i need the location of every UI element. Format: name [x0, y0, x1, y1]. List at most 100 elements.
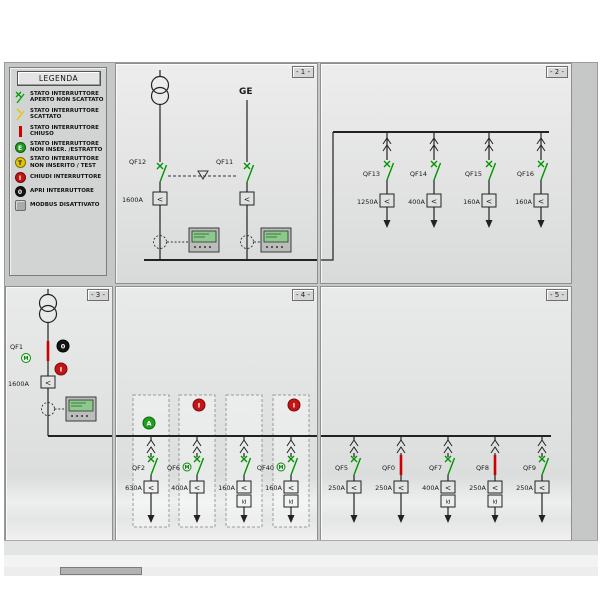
- panel-3-number[interactable]: - 3 -: [87, 289, 109, 301]
- bottom-strip: [4, 540, 598, 555]
- differential-symbol: Id: [241, 500, 246, 506]
- breaker-qf13[interactable]: [383, 160, 395, 181]
- breaker-qf1-rating: 1600A: [8, 380, 30, 388]
- breaker-qf15-label: QF15: [465, 170, 482, 178]
- breaker-qf11[interactable]: [243, 162, 255, 183]
- legend-item: 0 APRI INTERRUTTORE: [13, 185, 104, 197]
- close-breaker-button[interactable]: I: [54, 362, 68, 376]
- auto-mode-badge[interactable]: A: [142, 416, 156, 430]
- release-symbol: <: [445, 484, 451, 493]
- multimeter-device[interactable]: [260, 227, 292, 253]
- modbus-disabled-icon: [13, 199, 27, 211]
- breaker-qf15-rating: 160A: [463, 198, 480, 206]
- legend-item: MODBUS DISATTIVATO: [13, 199, 104, 211]
- state-racked-out-icon: E: [13, 141, 27, 153]
- legend-item: STATO INTERRUTTORE APERTO NON SCATTATO: [13, 90, 104, 104]
- panel-1-number[interactable]: - 1 -: [292, 66, 314, 78]
- rack-contact-icon: [537, 439, 547, 454]
- release-symbol: <: [194, 484, 200, 493]
- generator-label: GE: [239, 87, 253, 97]
- panel-3: - 3 - QF1 M 0 I < 1600A: [5, 286, 113, 541]
- close-breaker-icon: I: [13, 171, 27, 183]
- breaker-qf7-label: QF7: [429, 464, 442, 472]
- release-symbol: <: [241, 484, 247, 493]
- rack-contact-icon: [443, 439, 453, 454]
- release-symbol: <: [486, 197, 492, 206]
- panel-4: - 4 - A I I: [115, 286, 318, 541]
- legend-label: CHIUDI INTERRUTTORE: [30, 174, 102, 181]
- open-breaker-button[interactable]: 0: [56, 339, 70, 353]
- breaker-qf5-rating: 250A: [328, 484, 345, 492]
- breaker-qf2-label: QF2: [132, 464, 145, 472]
- wiring: [321, 131, 549, 261]
- panel-5: - 5 - QF5 QF0 QF7 QF8 QF9: [320, 286, 572, 541]
- trip-unit-box: [379, 193, 549, 208]
- release-symbol: <: [539, 484, 545, 493]
- load-arrow-icon: [444, 515, 452, 523]
- release-symbol: <: [351, 484, 357, 493]
- breaker-qf12-rating: 1600A: [122, 196, 144, 204]
- breaker-qf7[interactable]: [444, 455, 456, 476]
- close-breaker-button[interactable]: I: [287, 398, 301, 412]
- panel-2-number[interactable]: - 2 -: [546, 66, 568, 78]
- breaker-qf9[interactable]: [538, 455, 550, 476]
- state-closed-icon: [13, 124, 27, 138]
- differential-symbol: Id: [445, 500, 450, 506]
- wiring: [47, 289, 112, 437]
- release-symbol: <: [288, 484, 294, 493]
- multimeter-device[interactable]: [188, 227, 220, 253]
- rack-contact-icon: [396, 439, 406, 454]
- wiring: [116, 435, 317, 515]
- trip-unit-box: [346, 480, 550, 508]
- svg-text:M: M: [185, 465, 190, 471]
- panel-2: - 2 - QF13 QF14 QF15 QF16: [320, 63, 572, 284]
- release-symbol: <: [398, 484, 404, 493]
- breaker-qf5-label: QF5: [335, 464, 348, 472]
- horizontal-scrollbar: [4, 567, 598, 576]
- breaker-qf40-label: QF40: [257, 464, 274, 472]
- panel-5-number[interactable]: - 5 -: [546, 289, 568, 301]
- breaker-qf5[interactable]: [350, 455, 362, 476]
- legend-item: T STATO INTERRUTTORE NON INSERITO / TEST: [13, 156, 104, 169]
- breaker-qf11-label: QF11: [216, 158, 233, 166]
- svg-text:I: I: [198, 402, 200, 410]
- breaker-qf9-rating: 250A: [516, 484, 533, 492]
- legend-item: STATO INTERRUTTORE SCATTATO: [13, 107, 104, 121]
- close-breaker-button[interactable]: I: [192, 398, 206, 412]
- load-arrow-icon: [485, 220, 493, 228]
- svg-text:M: M: [279, 465, 284, 471]
- legend-label: APRI INTERRUTTORE: [30, 188, 94, 195]
- release-symbol: <: [384, 197, 390, 206]
- breaker-qf8-label: QF8: [476, 464, 489, 472]
- breaker-qf12[interactable]: [156, 162, 168, 183]
- multimeter-device[interactable]: [65, 396, 97, 422]
- svg-text:I: I: [60, 366, 62, 374]
- load-arrow-icon: [397, 515, 405, 523]
- panel-4-number[interactable]: - 4 -: [292, 289, 314, 301]
- scrollbar-thumb[interactable]: [60, 567, 142, 575]
- legend-label: STATO INTERRUTTORE APERTO NON SCATTATO: [30, 90, 104, 103]
- transformer-icon: [38, 293, 58, 324]
- legend-item: I CHIUDI INTERRUTTORE: [13, 171, 104, 183]
- trip-unit-box: [152, 191, 255, 206]
- panel-1: - 1 - GE QF12 QF11 < < 1600A: [115, 63, 318, 284]
- breaker-qf16[interactable]: [537, 160, 549, 181]
- release-symbol: <: [148, 484, 154, 493]
- svg-text:M: M: [24, 356, 29, 362]
- breaker-qf0-rating: 250A: [375, 484, 392, 492]
- rack-contact-icon: [490, 439, 500, 454]
- load-arrow-icon: [537, 220, 545, 228]
- wiring: [144, 70, 317, 261]
- breaker-qf12-label: QF12: [129, 158, 146, 166]
- state-test-icon: T: [13, 157, 27, 169]
- interlock-line: [168, 170, 238, 180]
- trip-unit-box: [143, 480, 299, 508]
- release-symbol: <: [45, 379, 51, 388]
- breaker-qf9-label: QF9: [523, 464, 536, 472]
- breaker-qf14[interactable]: [430, 160, 442, 181]
- legend-panel: LEGENDA STATO INTERRUTTORE APERTO NON SC…: [9, 67, 107, 276]
- breaker-qf15[interactable]: [485, 160, 497, 181]
- legend-item: STATO INTERRUTTORE CHIUSO: [13, 124, 104, 138]
- breaker-qf13-rating: 1250A: [357, 198, 379, 206]
- legend-label: MODBUS DISATTIVATO: [30, 202, 100, 209]
